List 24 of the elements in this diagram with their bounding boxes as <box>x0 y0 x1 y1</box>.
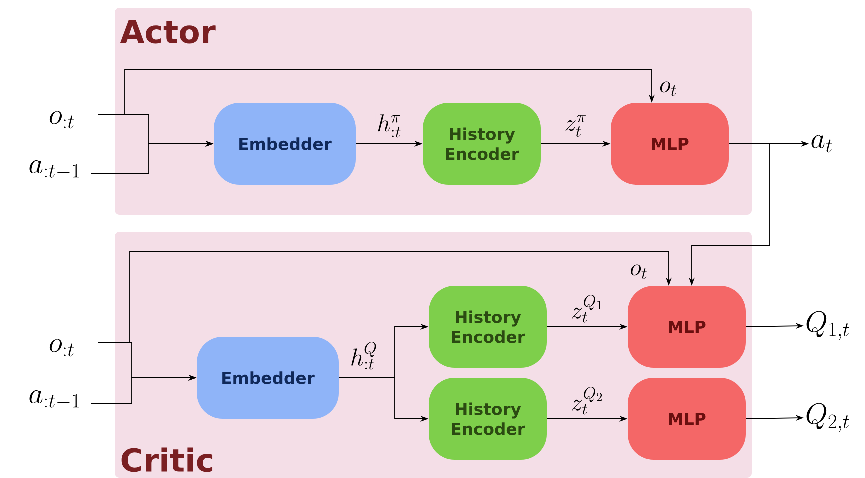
edge-label: $o_t$ <box>631 264 647 280</box>
mlp-box: MLP <box>611 103 729 185</box>
embedder-box: Embedder <box>214 103 356 185</box>
embedder-box: Embedder <box>197 337 339 419</box>
encoder-box: History Encoder <box>429 378 547 460</box>
encoder-box: History Encoder <box>423 103 541 185</box>
variable-label: $o_{:t}$ <box>50 339 74 357</box>
mlp-box: MLP <box>628 286 746 368</box>
edge-label: $h^{Q}_{:t}$ <box>352 342 376 370</box>
edge-label: $h^{\pi}_{:t}$ <box>378 114 401 138</box>
edge-label: $z^{Q_1}_{t}$ <box>572 295 602 323</box>
arrow <box>124 70 655 116</box>
edge-label: $o_t$ <box>660 82 676 96</box>
arrow <box>130 252 672 344</box>
variable-label: $o_{:t}$ <box>50 111 74 129</box>
variable-label: $Q_{1,t}$ <box>806 311 850 340</box>
variable-label: $Q_{2,t}$ <box>806 403 850 432</box>
variable-label: $a_{:t-1}$ <box>30 160 80 178</box>
variable-label: $a_{:t-1}$ <box>30 390 80 408</box>
edge-label: $z^{Q_2}_{t}$ <box>572 387 602 415</box>
edge-label: $z^{\pi}_{t}$ <box>566 114 586 138</box>
variable-label: $a_t$ <box>812 135 832 153</box>
encoder-box: History Encoder <box>429 286 547 368</box>
mlp-box: MLP <box>628 378 746 460</box>
